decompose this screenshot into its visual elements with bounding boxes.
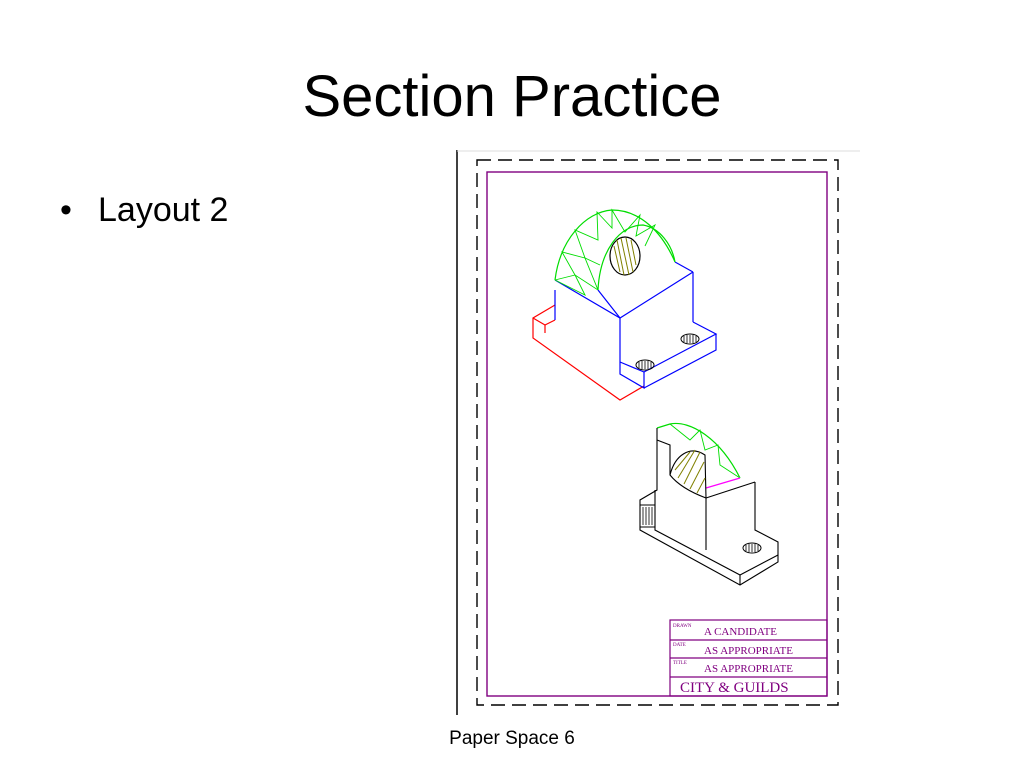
title-block-drawn-label: DRAWN: [673, 624, 692, 629]
bullet-marker: •: [60, 191, 72, 229]
title-block-date-value: AS APPROPRIATE: [704, 645, 793, 657]
title-block-date-label: DATE: [673, 643, 686, 648]
dashed-viewport: [476, 159, 839, 706]
title-block-drawn-value: A CANDIDATE: [704, 626, 777, 638]
bullet-text: Layout 2: [98, 191, 229, 229]
bullet-item: • Layout 2: [60, 188, 228, 232]
title-block-footer: CITY & GUILDS: [680, 680, 789, 696]
isometric-part-full: [532, 208, 718, 401]
cad-drawing-sheet: DRAWN A CANDIDATE DATE AS APPROPRIATE TI…: [456, 150, 860, 715]
title-block-title-label: TITLE: [673, 661, 687, 666]
title-block: DRAWN A CANDIDATE DATE AS APPROPRIATE TI…: [669, 619, 828, 697]
slide-footer: Paper Space 6: [449, 728, 575, 749]
title-block-title-value: AS APPROPRIATE: [704, 663, 793, 675]
slide-title: Section Practice: [302, 64, 722, 129]
isometric-part-section: [639, 422, 779, 586]
border-frame: [486, 171, 828, 697]
